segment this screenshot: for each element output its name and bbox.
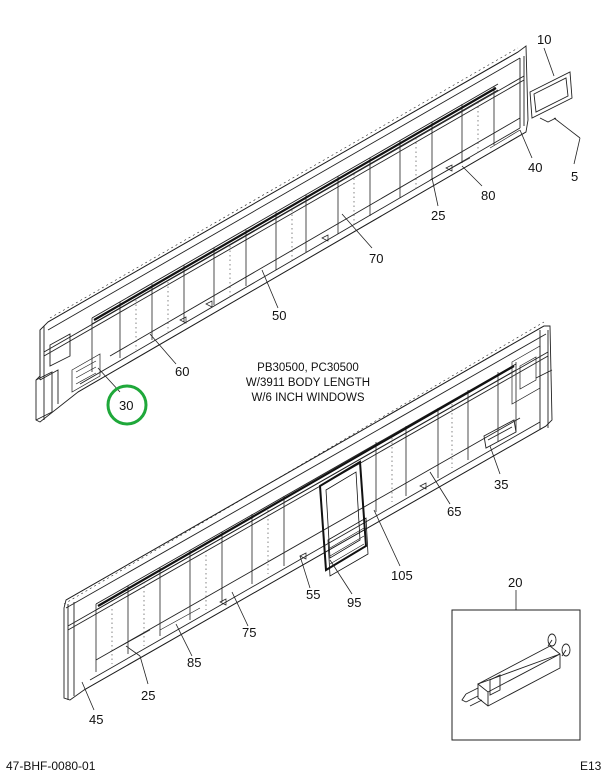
callout-75[interactable]: 75 [242,625,256,640]
upper-panel-posts [91,86,495,372]
callout-105[interactable]: 105 [391,568,413,583]
callout-25-top[interactable]: 25 [431,208,445,223]
leader-lines [81,47,581,711]
lower-panel-details [109,345,541,653]
callout-40[interactable]: 40 [528,160,542,175]
callout-5[interactable]: 5 [571,169,578,184]
upper-window-sash [93,87,497,321]
highlight-ring-30 [106,384,148,426]
caption-line-2: W/3911 BODY LENGTH [246,377,370,389]
upper-side-panel [35,45,529,423]
document-number: 47-BHF-0080-01 [6,759,96,773]
upper-panel-dotted-seams [135,102,479,350]
door-frame [318,460,369,577]
upper-panel-details [71,129,521,393]
callout-65[interactable]: 65 [447,504,461,519]
callout-35[interactable]: 35 [494,477,508,492]
callout-labels: 10 5 40 80 25 70 50 60 30 35 65 105 95 5… [89,32,578,727]
callout-20[interactable]: 20 [508,575,522,590]
callout-80[interactable]: 80 [481,188,495,203]
callout-55[interactable]: 55 [306,587,320,602]
callout-95[interactable]: 95 [347,595,361,610]
callout-60[interactable]: 60 [175,364,189,379]
callout-50[interactable]: 50 [272,308,286,323]
callout-45[interactable]: 45 [89,712,103,727]
callout-10[interactable]: 10 [537,32,551,47]
lower-panel-dotted-seams [111,404,453,664]
callout-30[interactable]: 30 [119,398,133,413]
model-caption: PB30500, PC30500 W/3911 BODY LENGTH W/6 … [246,362,370,404]
part-10-plate [529,71,573,123]
page-code: E13 [580,759,602,773]
callout-70[interactable]: 70 [369,251,383,266]
part-20-heater [461,633,571,707]
callout-85[interactable]: 85 [187,655,201,670]
part-20-detail-box [451,609,581,741]
callout-25-bottom[interactable]: 25 [141,688,155,703]
lower-panel-posts [95,362,517,672]
part-35-step [483,419,517,449]
lower-window-sash [97,365,515,607]
caption-line-1: PB30500, PC30500 [257,362,359,374]
caption-line-3: W/6 INCH WINDOWS [251,392,364,404]
